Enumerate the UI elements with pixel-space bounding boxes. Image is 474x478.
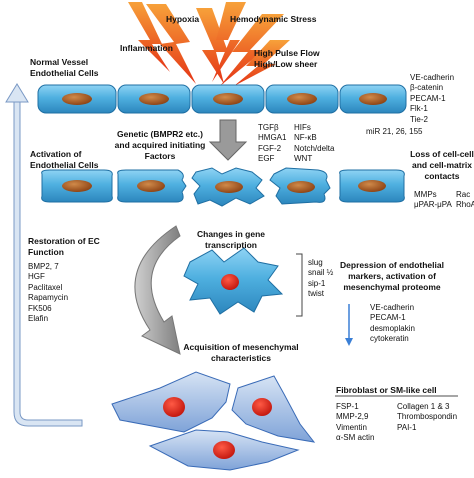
therapy-item: BMP2, 7 — [28, 262, 59, 271]
mesen-item: α-SM actin — [336, 433, 375, 443]
depressed-marker: cytokeratin — [370, 334, 409, 344]
mmp-item: MMPs — [414, 190, 437, 199]
label-changes-1: Changes in gene — [196, 229, 265, 239]
tf-item: snail ½ — [308, 268, 334, 278]
bolt-icon — [234, 40, 290, 86]
activated-cell-row — [41, 167, 405, 207]
label-loss-1: Loss of cell-cell — [410, 149, 474, 159]
ec-marker: VE-cadherin — [410, 73, 455, 82]
factor: EGF — [258, 154, 275, 164]
mmp-item: μPAR-μPA — [414, 200, 452, 210]
factor-list-b: HIFs NF-κB Notch/delta WNT — [294, 123, 334, 165]
mesenchymal-list-b: Collagen 1 & 3 Thrombospondin PAI-1 — [397, 402, 457, 433]
stimulus-sheer: High/Low sheer — [254, 59, 318, 69]
ec-marker: PECAM-1 — [410, 93, 446, 103]
label-acquisition-2: characteristics — [210, 353, 271, 363]
mesen-item: Thrombospondin — [397, 412, 458, 422]
bolt-icon — [196, 8, 228, 84]
label-normal-2: Endothelial Cells — [30, 68, 99, 78]
factor: FGF-2 — [258, 143, 282, 153]
rac-list: Rac RhoA — [456, 190, 474, 211]
stimulus-pulse-flow: High Pulse Flow — [254, 48, 320, 58]
depressed-marker-list: VE-cadherin PECAM-1 desmoplakin cytokera… — [370, 303, 415, 345]
rac-item: Rac — [456, 190, 471, 199]
transitional-cell — [183, 247, 284, 315]
therapy-item: Paclitaxel — [28, 282, 63, 292]
normal-cell-row — [37, 84, 407, 114]
label-depression-2: markers, activation of — [348, 271, 436, 281]
label-restoration-1: Restoration of EC — [28, 236, 100, 246]
ec-marker: β-catenin — [410, 83, 444, 93]
label-changes-2: transcription — [205, 240, 257, 250]
bolt-icon — [128, 2, 170, 72]
label-fibroblast: Fibroblast or SM-like cell — [336, 385, 437, 395]
mesen-item: Collagen 1 & 3 — [397, 402, 450, 411]
label-genetic-2: and acquired initiating — [114, 140, 206, 150]
label-loss-3: contacts — [424, 171, 460, 181]
label-activation-2: Endothelial Cells — [30, 160, 99, 170]
therapy-list: BMP2, 7 HGF Paclitaxel Rapamycin FK506 E… — [28, 262, 68, 324]
label-normal-1: Normal Vessel — [30, 57, 89, 67]
rac-item: RhoA — [456, 200, 474, 210]
factor-list-a: TGFβ HMGA1 FGF-2 EGF — [258, 123, 286, 165]
blue-down-arrow-icon — [345, 304, 353, 346]
bolt-icon — [220, 14, 284, 86]
restoration-return-arrow — [13, 99, 83, 427]
mirna-label: miR 21, 26, 155 — [366, 127, 423, 136]
mesen-item: Vimentin — [336, 422, 367, 432]
curved-process-arrow — [134, 225, 181, 355]
factor: Notch/delta — [294, 143, 335, 153]
factor: HMGA1 — [258, 133, 287, 143]
mesenchymal-cells — [111, 371, 316, 471]
label-loss-2: and cell-matrix — [412, 160, 472, 170]
depressed-marker: PECAM-1 — [370, 313, 406, 323]
tf-item: sip-1 — [308, 278, 326, 288]
factor: NF-κB — [294, 133, 317, 143]
label-depression-1: Depression of endothelial — [340, 260, 444, 270]
factor: HIFs — [294, 123, 311, 132]
bolt-icon — [146, 4, 196, 84]
tf-item: twist — [308, 289, 324, 299]
transcription-factor-list: slug snail ½ sip-1 twist — [308, 258, 333, 300]
mesenchymal-list-a: FSP-1 MMP-2,9 Vimentin α-SM actin — [336, 402, 374, 444]
depressed-marker: desmoplakin — [370, 323, 415, 333]
depressed-marker: VE-cadherin — [370, 303, 415, 312]
label-activation-1: Activation of — [30, 149, 82, 159]
label-depression-3: mesenchymal proteome — [343, 282, 441, 292]
stimulus-hypoxia: Hypoxia — [166, 14, 200, 24]
ec-marker-list: VE-cadherin β-catenin PECAM-1 Flk-1 Tie-… — [410, 73, 454, 125]
label-genetic-3: Factors — [144, 151, 176, 161]
factor: WNT — [294, 154, 313, 164]
therapy-item: Elafin — [28, 314, 49, 324]
stimulus-bolts — [128, 2, 290, 86]
stimulus-hemodynamic-stress: Hemodynamic Stress — [230, 14, 317, 24]
tf-bracket — [296, 253, 303, 317]
mesen-item: FSP-1 — [336, 402, 359, 411]
ec-marker: Flk-1 — [410, 104, 428, 114]
therapy-item: FK506 — [28, 303, 52, 313]
mesen-item: PAI-1 — [397, 422, 417, 432]
label-genetic-1: Genetic (BMPR2 etc.) — [117, 129, 203, 139]
therapy-item: HGF — [28, 272, 45, 282]
label-restoration-2: Function — [28, 247, 64, 257]
tf-item: slug — [308, 258, 323, 267]
bolt-icon — [212, 2, 246, 82]
return-arrowhead-icon — [5, 83, 29, 103]
mmp-list: MMPs μPAR-μPA — [414, 190, 452, 211]
ec-marker: Tie-2 — [410, 114, 428, 124]
label-acquisition-1: Acquisition of mesenchymal — [183, 342, 299, 352]
mesen-item: MMP-2,9 — [336, 412, 369, 422]
factor: TGFβ — [258, 123, 279, 132]
down-arrow-icon — [208, 119, 248, 161]
therapy-item: Rapamycin — [28, 293, 69, 303]
stimulus-inflammation: Inflammation — [120, 43, 173, 53]
